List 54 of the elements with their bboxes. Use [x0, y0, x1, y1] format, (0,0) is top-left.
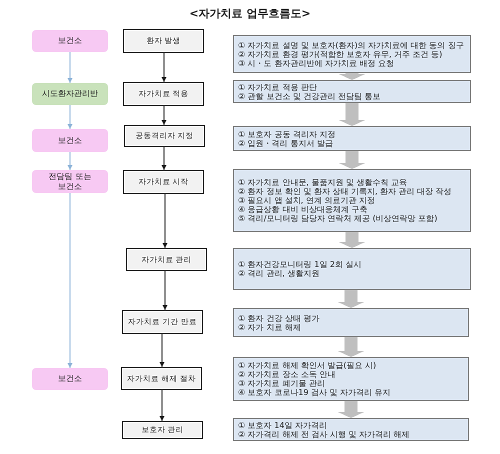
task-item: ① 자가치료 안내문, 물품지원 및 생활수칙 교육: [238, 178, 408, 187]
task-item: ② 자가 치료 해제: [238, 322, 302, 332]
task-item: ② 관할 보건소 및 건강관리 전담팀 통보: [238, 92, 382, 100]
task-box: [233, 80, 471, 103]
task-box: [233, 418, 469, 441]
task-item: ④ 응급상황 대비 비상대응체계 구축: [238, 205, 368, 214]
task-item: ③ 시・도 환자관리반에 자가치료 배정 요청: [238, 58, 395, 68]
task-box: [233, 357, 469, 401]
arrow: [160, 334, 164, 368]
block-arrow: [338, 401, 364, 418]
task-box: [233, 248, 471, 290]
agency-box: 전담팀 또는 보건소: [32, 170, 108, 193]
task-item: ① 보호자 14일 자가격리: [238, 420, 328, 430]
arrow: [162, 106, 166, 126]
task-item: ② 입원・격리 통지서 발급: [238, 138, 334, 148]
task-item: ③ 필요시 앱 설치, 연계 의료기관 지정: [238, 196, 376, 205]
block-arrow: [338, 73, 366, 80]
task-item: ① 환자 건강 상태 평가: [238, 314, 320, 322]
arrow: [68, 104, 72, 130]
arrow: [162, 146, 166, 170]
task-box: [233, 308, 469, 337]
block-arrow: [338, 290, 364, 308]
task-item: ② 자가격리 해제 전 검사 시행 및 자가격리 해제: [238, 430, 411, 438]
arrow: [162, 270, 168, 310]
block-arrow: [338, 103, 366, 126]
block-arrow: [338, 232, 366, 248]
agency-box: 보건소: [32, 30, 108, 52]
arrow: [68, 192, 72, 368]
task-item: ② 환자 정보 확인 및 환자 상태 기록지, 환자 관리 대장 작성: [238, 187, 453, 196]
arrow: [162, 194, 168, 248]
task-box: [233, 126, 471, 151]
diagram-title: <자가치료 업무흐름도>: [189, 7, 311, 21]
task-item: ① 자가치료 해제 확인서 발급(필요 시): [238, 361, 378, 370]
task-box: [233, 35, 471, 73]
arrow: [160, 390, 164, 422]
agency-box: 보건소: [32, 368, 108, 390]
task-item: ② 자가치료 장소 소독 안내: [238, 370, 336, 379]
arrow: [162, 52, 166, 82]
arrow: [68, 152, 72, 170]
task-item: ① 자가치료 설명 및 보호자(환자)의 자가치료에 대한 동의 징구: [238, 40, 465, 50]
agency-box: 보건소: [32, 129, 108, 152]
task-item: ① 자가치료 적용 판단: [238, 82, 318, 92]
task-item: ② 격리 관리, 생활지원: [238, 269, 320, 278]
task-item: ① 환자건강모니터링 1일 2회 실시: [238, 260, 363, 269]
block-arrow: [338, 151, 366, 169]
task-item: ④ 보호자 코로나19 검사 및 자가격리 유지: [238, 388, 392, 397]
block-arrow: [338, 337, 364, 357]
task-item: ③ 자가치료 폐기물 관리: [238, 379, 326, 388]
task-box: [233, 169, 471, 232]
task-item: ① 보호자 공동 격리자 지정: [238, 130, 336, 138]
agency-box: 시도환자관리반: [32, 83, 108, 105]
arrow: [68, 52, 72, 84]
task-item: ② 자가치료 환경 평가(적합한 보호자 유무, 거주 조건 등): [238, 50, 442, 58]
task-item: ⑤ 격리/모니터링 담당자 연락처 제공 (비상연락망 포함): [238, 214, 438, 223]
